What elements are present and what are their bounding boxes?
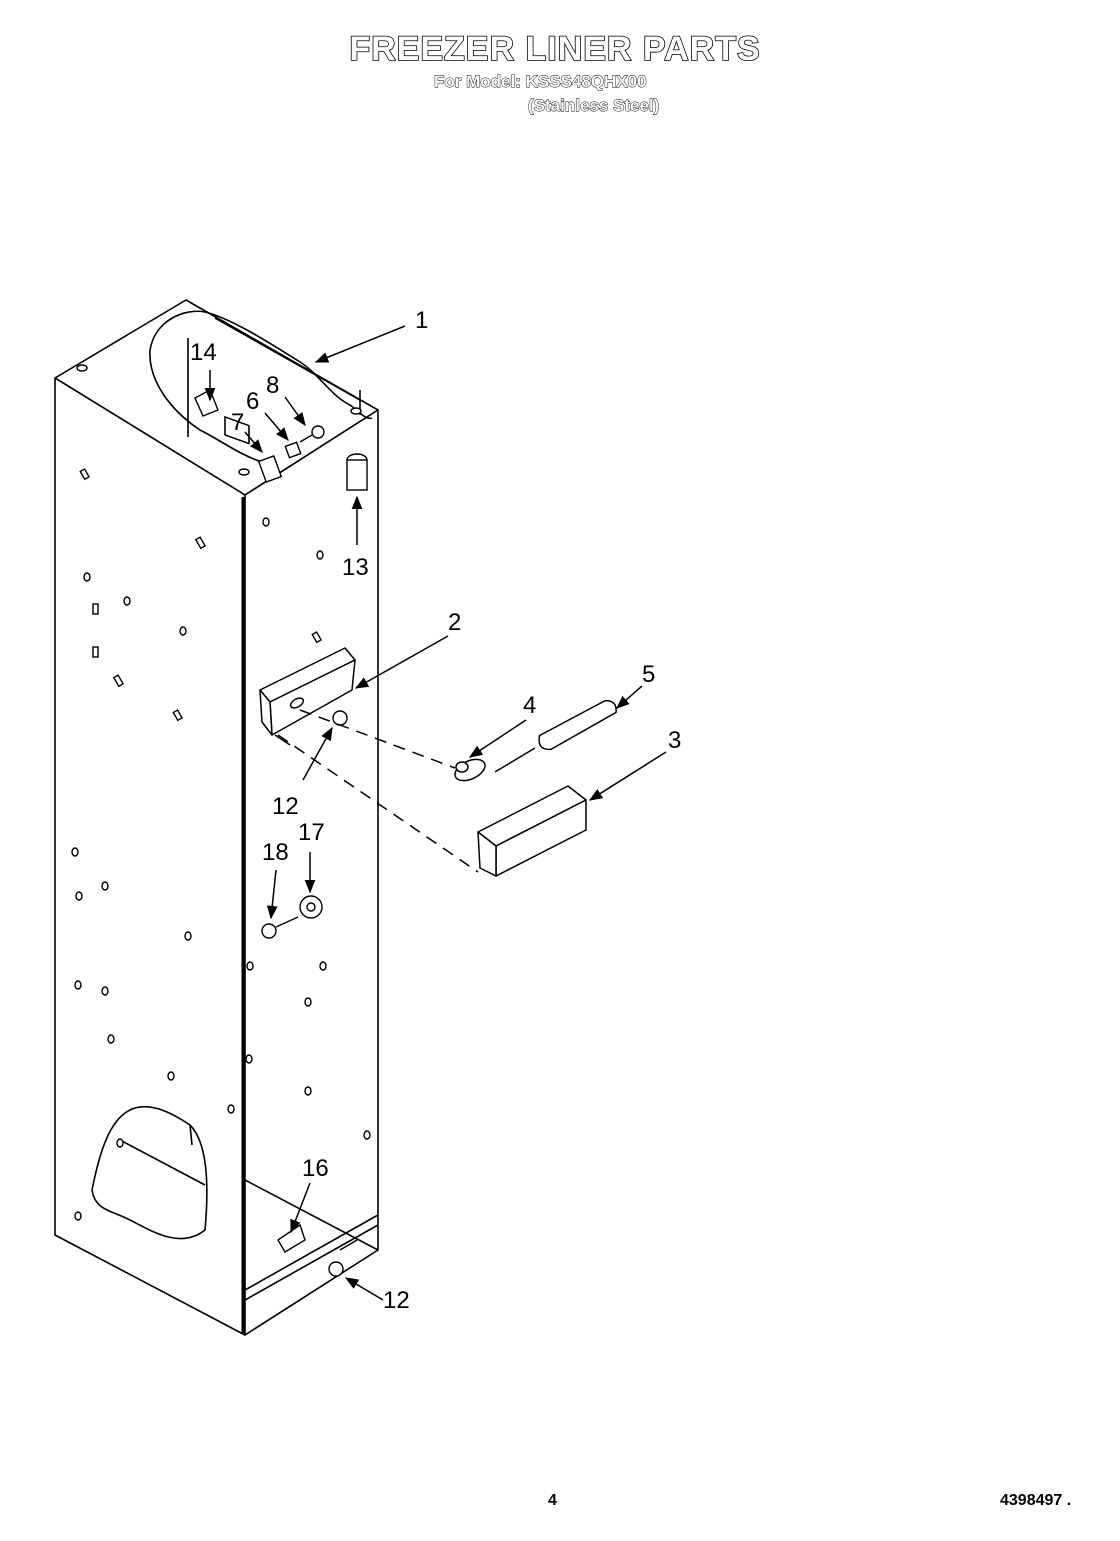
page-title: FREEZER LINER PARTS — [349, 29, 761, 69]
callout-12-upper: 12 — [272, 793, 299, 820]
callout-6: 6 — [246, 388, 259, 415]
part-3-cover — [477, 785, 587, 877]
leader-12-lower — [344, 1277, 384, 1301]
document-number: 4398497 . — [1000, 1492, 1072, 1509]
part-12-screw-lower — [328, 1261, 344, 1277]
leader-2 — [354, 635, 449, 689]
part-6-clip — [284, 441, 302, 459]
assembly-lines — [277, 709, 479, 873]
callout-7: 7 — [231, 409, 244, 436]
part-2-bracket — [259, 647, 356, 746]
leader-1 — [314, 325, 406, 363]
leader-5 — [615, 685, 643, 709]
callout-13: 13 — [342, 554, 369, 581]
callout-4: 4 — [523, 692, 536, 719]
liner-holes — [71, 364, 371, 1221]
callout-16: 16 — [302, 1155, 329, 1182]
model-finish: (Stainless Steel) — [528, 96, 660, 116]
part-12-screw-upper — [332, 710, 348, 726]
leader-3 — [588, 751, 667, 801]
callout-17: 17 — [298, 819, 325, 846]
leader-4 — [468, 719, 527, 758]
callout-12-lower: 12 — [383, 1287, 410, 1314]
model-number: For Model: KSSS48QHX00 — [434, 72, 647, 92]
callout-18: 18 — [262, 839, 289, 866]
callout-3: 3 — [668, 727, 681, 754]
callout-8: 8 — [266, 372, 279, 399]
leader-8 — [284, 396, 306, 427]
leader-16 — [290, 1182, 311, 1234]
part-8-screw — [311, 425, 325, 439]
part-4-lamp-socket — [454, 758, 486, 782]
callout-1: 1 — [415, 307, 428, 334]
page-number: 4 — [548, 1492, 557, 1509]
leader-6 — [264, 412, 289, 442]
callout-5: 5 — [642, 661, 655, 688]
leader-arrows — [204, 325, 667, 1301]
leader-12-upper — [302, 726, 333, 781]
part-18-screw — [261, 923, 277, 939]
part-13-holder — [346, 459, 368, 491]
part-7-bracket — [257, 455, 283, 483]
callout-14: 14 — [190, 339, 217, 366]
freezer-liner-box — [54, 299, 379, 1336]
leader-7 — [244, 431, 263, 454]
part-5-light-bulb — [494, 699, 617, 773]
callout-2: 2 — [448, 609, 461, 636]
leader-18 — [266, 869, 278, 920]
